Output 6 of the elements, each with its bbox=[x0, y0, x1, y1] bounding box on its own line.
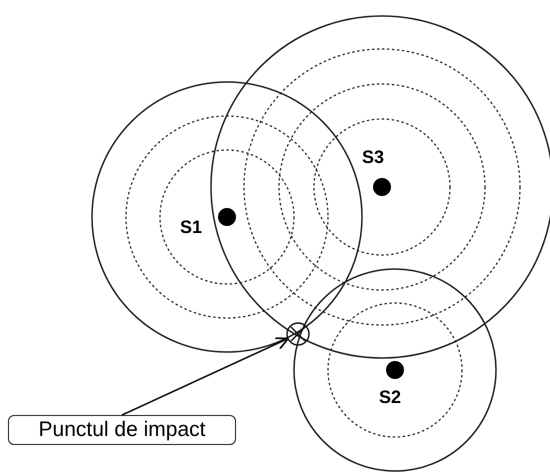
sensor-label: S1 bbox=[180, 218, 202, 236]
sensor-label: S3 bbox=[362, 148, 384, 166]
sensor-label: S2 bbox=[379, 388, 402, 406]
impact-point-marker bbox=[286, 322, 310, 346]
leader-arrow bbox=[122, 337, 290, 416]
callout-box: Punctul de impact bbox=[8, 415, 236, 445]
